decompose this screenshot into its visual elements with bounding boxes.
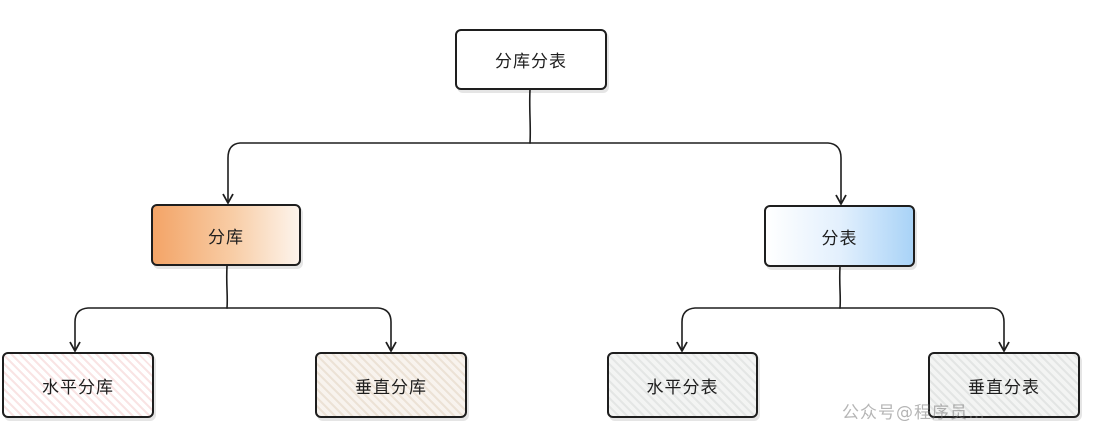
node-database-sharding: 分库 (151, 204, 301, 266)
watermark: 公众号@程序员… (842, 403, 986, 423)
edge-db-to-horizontal (69, 307, 228, 352)
edge-table-trunk (838, 266, 842, 309)
edge-root-to-table (529, 142, 847, 205)
edge-db-trunk (225, 265, 229, 309)
edge-db-to-vertical (226, 307, 397, 352)
node-vertical-table-label: 垂直分表 (968, 377, 1040, 398)
edge-root-to-db (222, 142, 531, 204)
node-table-sharding-label: 分表 (821, 228, 858, 249)
node-horizontal-table: 水平分表 (607, 352, 758, 418)
node-vertical-database-label: 垂直分库 (355, 377, 427, 398)
node-horizontal-database-label: 水平分库 (42, 377, 114, 398)
node-root-label: 分库分表 (495, 52, 567, 72)
node-vertical-database: 垂直分库 (315, 352, 467, 418)
edge-table-to-vertical (839, 307, 1010, 352)
node-table-sharding: 分表 (764, 205, 915, 267)
edge-root-trunk (528, 89, 532, 144)
node-root: 分库分表 (455, 29, 607, 90)
node-database-sharding-label: 分库 (208, 227, 244, 248)
node-horizontal-table-label: 水平分表 (646, 377, 719, 398)
edge-table-to-horizontal (676, 307, 841, 352)
node-horizontal-database: 水平分库 (2, 352, 154, 418)
